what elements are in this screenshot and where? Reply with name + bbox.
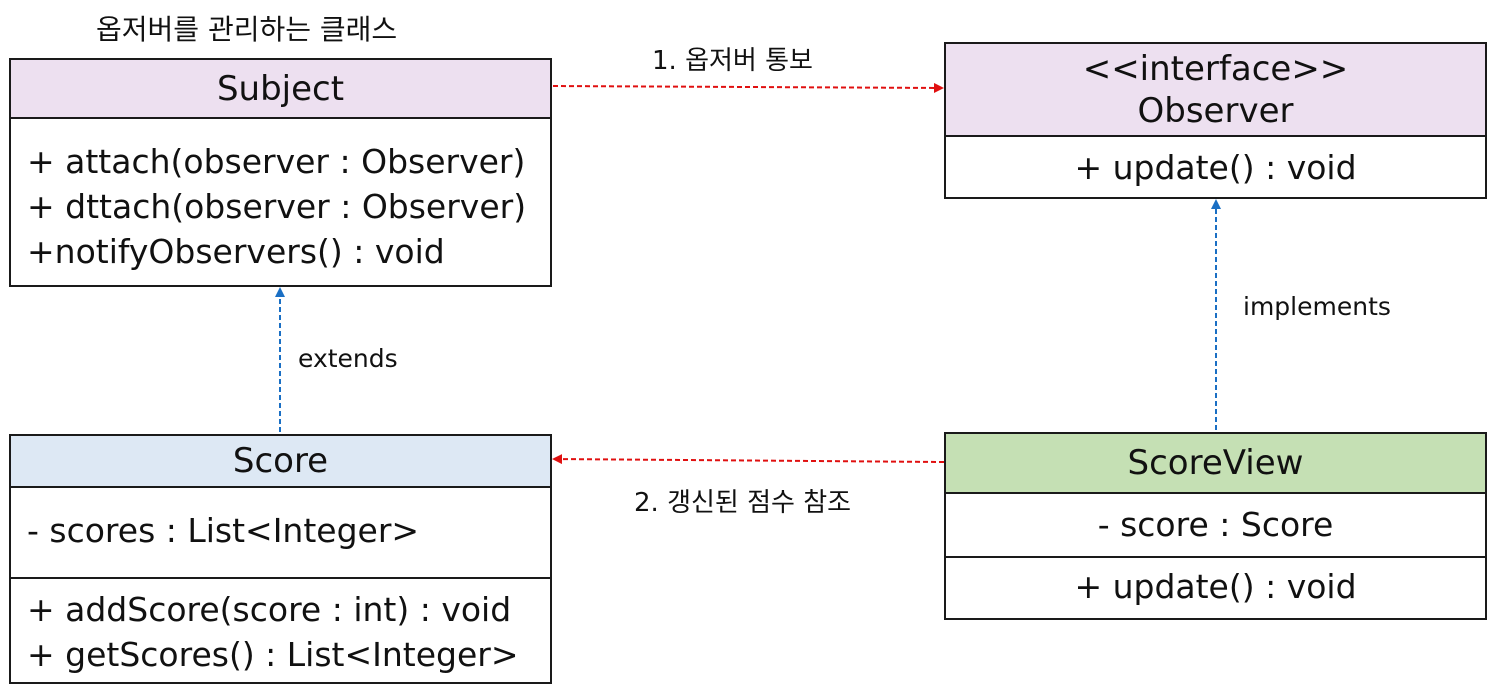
observer-methods: + update() : void	[946, 137, 1485, 190]
score-field: - scores : List<Integer>	[27, 511, 420, 550]
observer-interface: <<interface>> Observer + update() : void	[944, 42, 1487, 199]
refer-label: 2. 갱신된 점수 참조	[634, 488, 852, 518]
scoreview-fields: - score : Score	[946, 494, 1485, 558]
scoreview-field: - score : Score	[1097, 505, 1334, 544]
subject-method: + attach(observer : Observer)	[27, 142, 526, 181]
score-fields: - scores : List<Integer>	[11, 488, 550, 579]
notify-arrow	[552, 82, 944, 93]
scoreview-class-header: ScoreView	[946, 434, 1485, 494]
subject-class-name: Subject	[216, 68, 345, 109]
notify-label: 1. 옵저버 통보	[652, 46, 813, 76]
scoreview-method: + update() : void	[1074, 567, 1357, 606]
scoreview-class-name: ScoreView	[1127, 443, 1304, 483]
scoreview-class: ScoreView - score : Score + update() : v…	[944, 432, 1487, 620]
score-method: + addScore(score : int) : void	[27, 590, 512, 629]
observer-stereotype: <<interface>>	[1082, 49, 1349, 89]
observer-interface-name: Observer	[1137, 91, 1294, 131]
score-methods: + addScore(score : int) : void + getScor…	[11, 579, 550, 677]
score-class-header: Score	[11, 436, 550, 488]
subject-class-header: Subject	[11, 60, 550, 119]
subject-class: Subject + attach(observer : Observer) + …	[9, 58, 552, 287]
subject-caption: 옵저버를 관리하는 클래스	[96, 13, 398, 46]
subject-method: +notifyObservers() : void	[27, 232, 445, 271]
subject-method: + dttach(observer : Observer)	[27, 187, 527, 226]
subject-methods: + attach(observer : Observer) + dttach(o…	[11, 119, 550, 274]
refer-arrow	[552, 454, 945, 465]
observer-interface-header: <<interface>> Observer	[946, 44, 1485, 137]
score-class-name: Score	[232, 441, 329, 481]
scoreview-methods: + update() : void	[946, 558, 1485, 609]
score-class: Score - scores : List<Integer> + addScor…	[9, 434, 552, 684]
implements-label: implements	[1243, 292, 1391, 321]
score-method: + getScores() : List<Integer>	[27, 635, 519, 674]
extends-label: extends	[298, 344, 398, 373]
observer-method: + update() : void	[1074, 148, 1357, 187]
